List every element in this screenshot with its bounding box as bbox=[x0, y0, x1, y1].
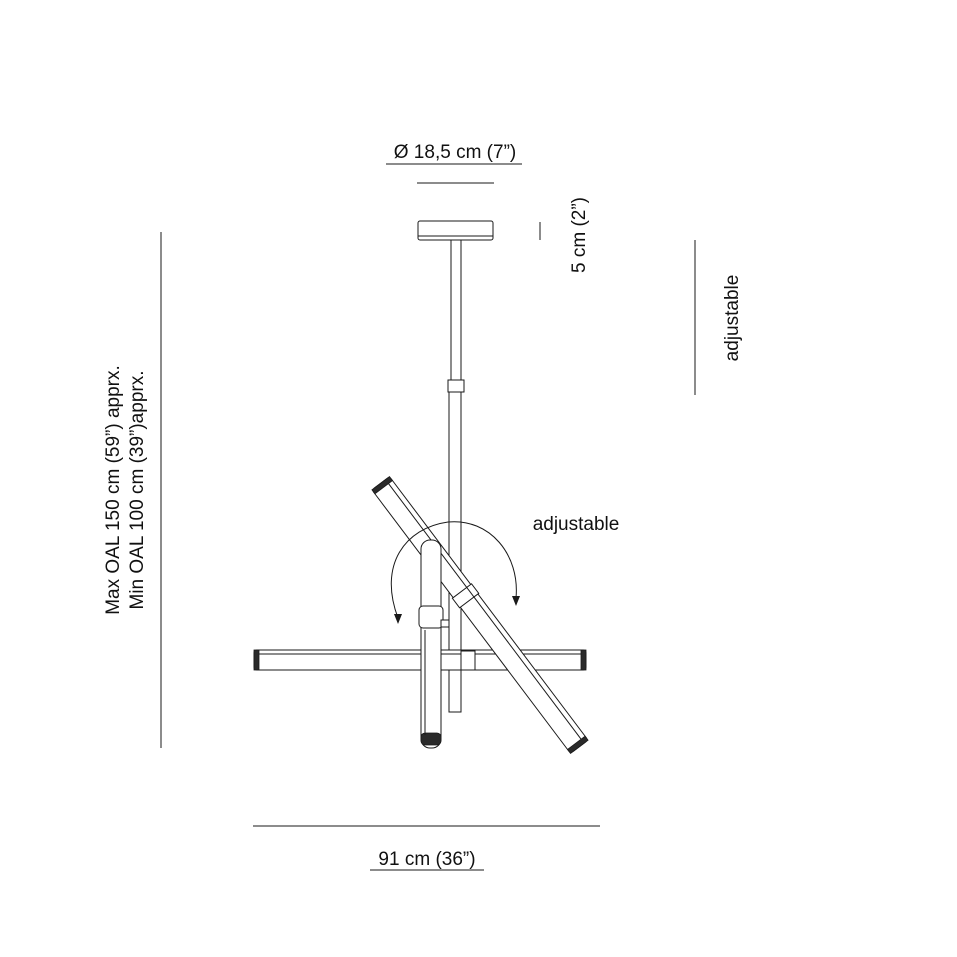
stem-connector bbox=[447, 379, 465, 393]
horizontal-tube-hub bbox=[460, 650, 476, 671]
rotation-adjustable-label: adjustable bbox=[533, 514, 620, 535]
diameter-label: Ø 18,5 cm (7”) bbox=[394, 142, 516, 163]
max-oal-label: Max OAL 150 cm (59”) apprx. bbox=[103, 365, 124, 615]
pivot-pin bbox=[440, 619, 450, 628]
rotation-arrow-right-icon bbox=[512, 596, 520, 606]
lower-stem bbox=[448, 391, 462, 713]
canopy-height-label: 5 cm (2”) bbox=[569, 197, 590, 273]
canopy bbox=[417, 220, 494, 241]
rotation-arc bbox=[390, 521, 517, 619]
horizontal-light-tube bbox=[253, 649, 587, 671]
vertical-light-tube bbox=[418, 539, 444, 749]
width-label: 91 cm (36”) bbox=[378, 849, 475, 870]
stem-adjustable-label: adjustable bbox=[722, 275, 743, 362]
rotation-arrow-left-icon bbox=[394, 614, 402, 624]
upper-stem bbox=[450, 239, 462, 383]
min-oal-label: Min OAL 100 cm (39”)apprx. bbox=[127, 371, 148, 610]
